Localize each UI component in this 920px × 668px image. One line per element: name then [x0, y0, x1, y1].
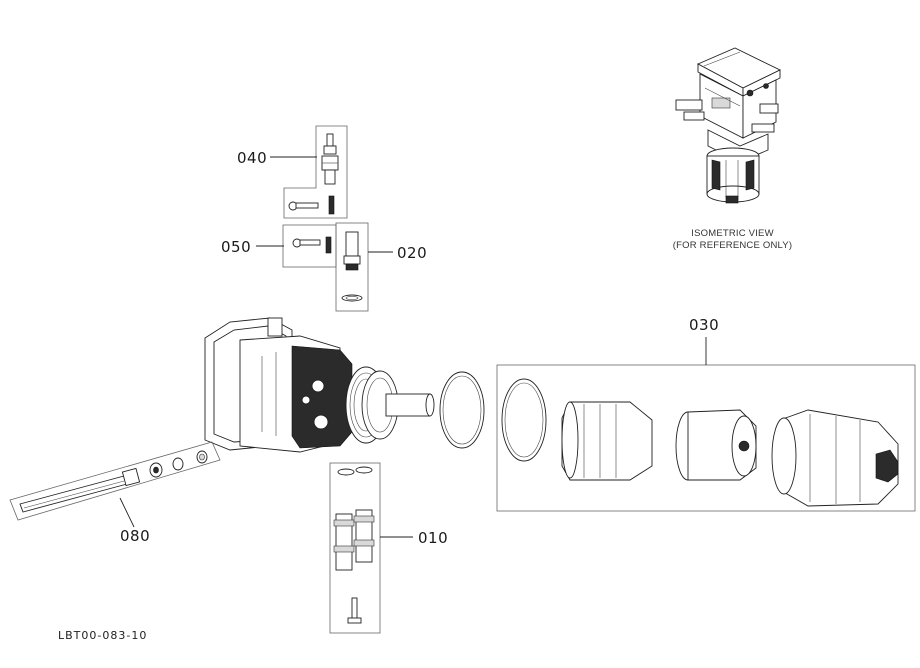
isometric-reference-view [675, 47, 782, 204]
part-010-group [329, 462, 413, 634]
callout-030: 030 [689, 316, 720, 334]
part-020-group [335, 222, 393, 312]
isometric-note-line2: (FOR REFERENCE ONLY) [672, 240, 793, 251]
callout-050: 050 [221, 238, 252, 256]
part-040-group [270, 125, 348, 219]
main-valve-unit [204, 317, 435, 453]
isometric-note-line1: ISOMETRIC VIEW [691, 228, 774, 239]
part-030-group [439, 337, 916, 512]
drawing-number: LBT00-083-10 [58, 629, 148, 642]
part-080-group [9, 441, 221, 528]
callout-020: 020 [397, 244, 428, 262]
callout-080: 080 [120, 527, 151, 545]
isometric-view-note: ISOMETRIC VIEW (FOR REFERENCE ONLY) [640, 228, 825, 252]
callout-010: 010 [418, 529, 449, 547]
callout-040: 040 [237, 149, 268, 167]
part-050-group [256, 224, 337, 268]
